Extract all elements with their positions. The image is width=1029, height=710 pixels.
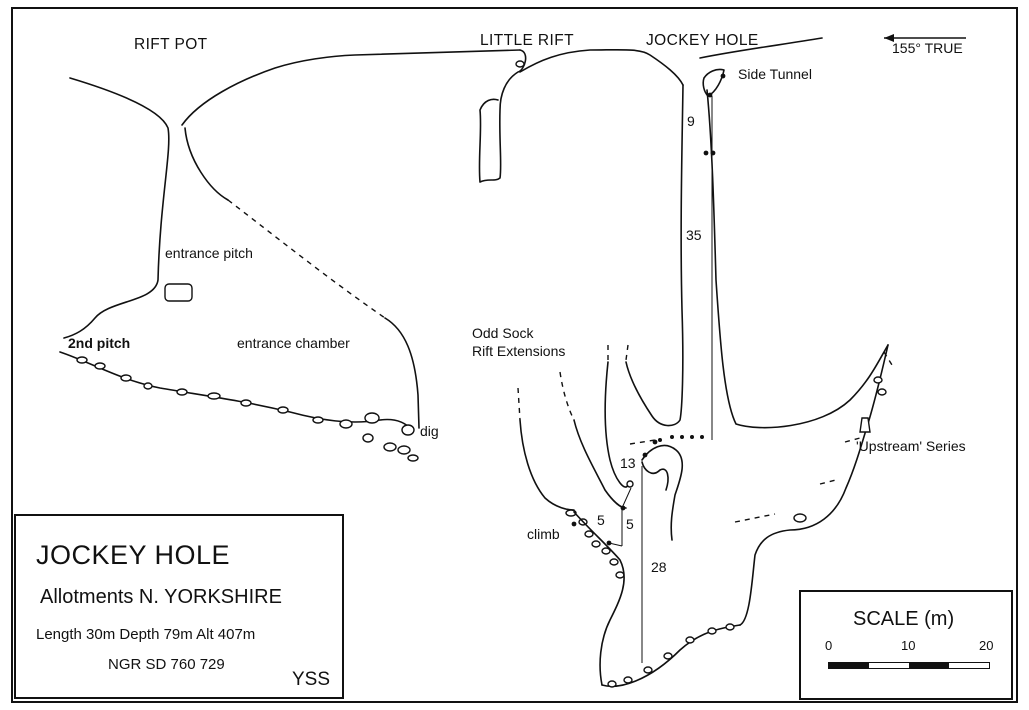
page-border [11,7,1018,703]
rift-pot-passage [59,49,521,462]
label-side-tunnel: Side Tunnel [738,66,812,82]
scale-tick-20: 20 [979,638,994,653]
survey-title: JOCKEY HOLE [36,540,231,570]
pitch-depth-5-right: 5 [626,516,634,532]
label-upstream-series: 'Upstream' Series [856,438,966,454]
pitch-depth-13: 13 [620,455,636,471]
label-rift-extensions: Rift Extensions [472,343,565,359]
label-jockey-hole: JOCKEY HOLE [646,32,759,49]
label-dig: dig [420,423,439,439]
label-north-bearing: 155° TRUE [892,40,963,56]
scale-bar [828,662,990,669]
label-little-rift: LITTLE RIFT [480,32,574,49]
title-block: JOCKEY HOLE Allotments N. YORKSHIRE Leng… [14,514,344,699]
little-rift-passage [478,48,684,183]
scale-tick-10: 10 [901,638,916,653]
label-climb: climb [527,526,560,542]
pitch-depth-35: 35 [686,227,702,243]
jockey-hole-shaft [625,37,889,445]
survey-club: YSS [291,669,330,690]
label-odd-sock: Odd Sock [472,325,534,341]
rock-boulder [164,283,193,302]
survey-region: Allotments N. YORKSHIRE [40,586,282,608]
north-arrow [884,34,966,42]
scale-block: SCALE (m) 0 10 20 [799,590,1013,700]
survey-stats: Length 30m Depth 79m Alt 407m [36,626,256,643]
survey-grid-reference: NGR SD 760 729 [108,656,225,673]
lower-series [517,344,893,688]
lower-floor-boulders [607,623,735,688]
label-rift-pot: RIFT POT [134,36,208,53]
label-entrance-pitch: entrance pitch [165,245,253,261]
label-second-pitch: 2nd pitch [68,335,130,351]
pitch-depth-5-left: 5 [597,512,605,528]
scale-tick-0: 0 [825,638,833,653]
boulder-floor [76,356,419,462]
pitch-depth-9: 9 [687,113,695,129]
label-entrance-chamber: entrance chamber [237,335,350,351]
scale-title: SCALE (m) [853,608,955,630]
pitch-depth-28: 28 [651,559,667,575]
